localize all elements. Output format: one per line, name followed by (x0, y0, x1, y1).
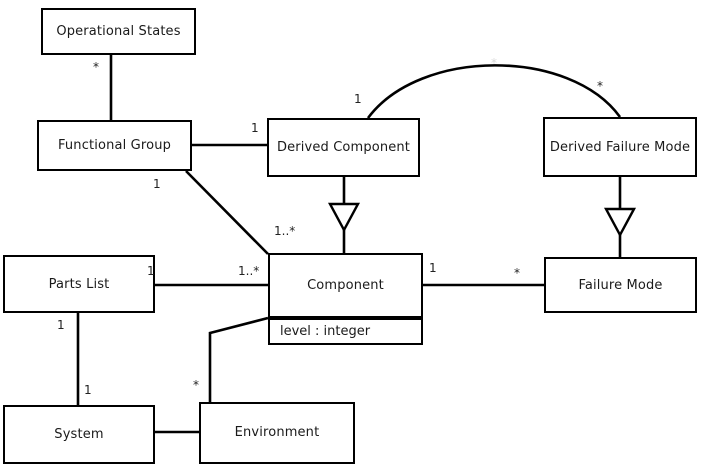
multiplicity-failure-mode-west-end: * (514, 266, 520, 280)
class-name-derived-component: Derived Component (276, 140, 411, 155)
multiplicity-functional-group-diagonal-end: 1 (153, 177, 161, 191)
multiplicity-derived-failure-mode-arc-end: * (597, 79, 603, 93)
edge-derived-component-derived-failure-mode-arc (366, 64, 622, 119)
class-name-functional-group: Functional Group (58, 138, 171, 153)
class-box-failure-mode[interactable]: Failure Mode (544, 257, 697, 313)
multiplicity-component-from-functional-group: 1..* (274, 224, 296, 238)
class-box-environment[interactable]: Environment (199, 402, 355, 464)
generalization-triangle-component (327, 202, 361, 233)
class-name-derived-failure-mode: Derived Failure Mode (549, 139, 691, 155)
multiplicity-system-north-end: 1 (84, 383, 92, 397)
multiplicity-parts-list-east-end: 1 (147, 264, 155, 278)
multiplicity-derived-component-arc-end: 1 (354, 92, 362, 106)
multiplicity-environment-to-component: * (193, 378, 199, 392)
class-name-failure-mode: Failure Mode (578, 277, 663, 293)
class-box-functional-group[interactable]: Functional Group (37, 120, 192, 171)
class-name-operational-states: Operational States (56, 24, 181, 39)
class-name-environment: Environment (234, 424, 320, 440)
class-attributes-component[interactable]: level : integer (268, 318, 423, 345)
generalization-arrowheads (327, 202, 637, 238)
multiplicity-parts-list-south-end: 1 (57, 318, 65, 332)
class-box-component[interactable]: Component (268, 253, 423, 318)
attribute-level: level : integer (280, 324, 371, 339)
class-box-parts-list[interactable]: Parts List (3, 255, 155, 313)
multiplicity-component-from-parts-list: 1..* (238, 264, 260, 278)
class-box-system[interactable]: System (3, 405, 155, 464)
class-box-derived-component[interactable]: Derived Component (267, 118, 420, 177)
multiplicity-derived-component-west-end: 1 (251, 121, 259, 135)
class-name-parts-list: Parts List (48, 276, 110, 292)
class-name-component: Component (307, 278, 384, 293)
multiplicity-arc-apex: * (491, 56, 497, 70)
class-box-operational-states[interactable]: Operational States (41, 8, 196, 55)
generalization-triangle-failure-mode (603, 207, 637, 238)
multiplicity-component-east-end: 1 (429, 261, 437, 275)
class-name-system: System (54, 426, 104, 442)
class-box-derived-failure-mode[interactable]: Derived Failure Mode (543, 117, 697, 177)
edge-functional-group-component (185, 170, 269, 255)
multiplicity-operational-states-end: * (93, 60, 99, 74)
edge-environment-component (208, 316, 269, 402)
